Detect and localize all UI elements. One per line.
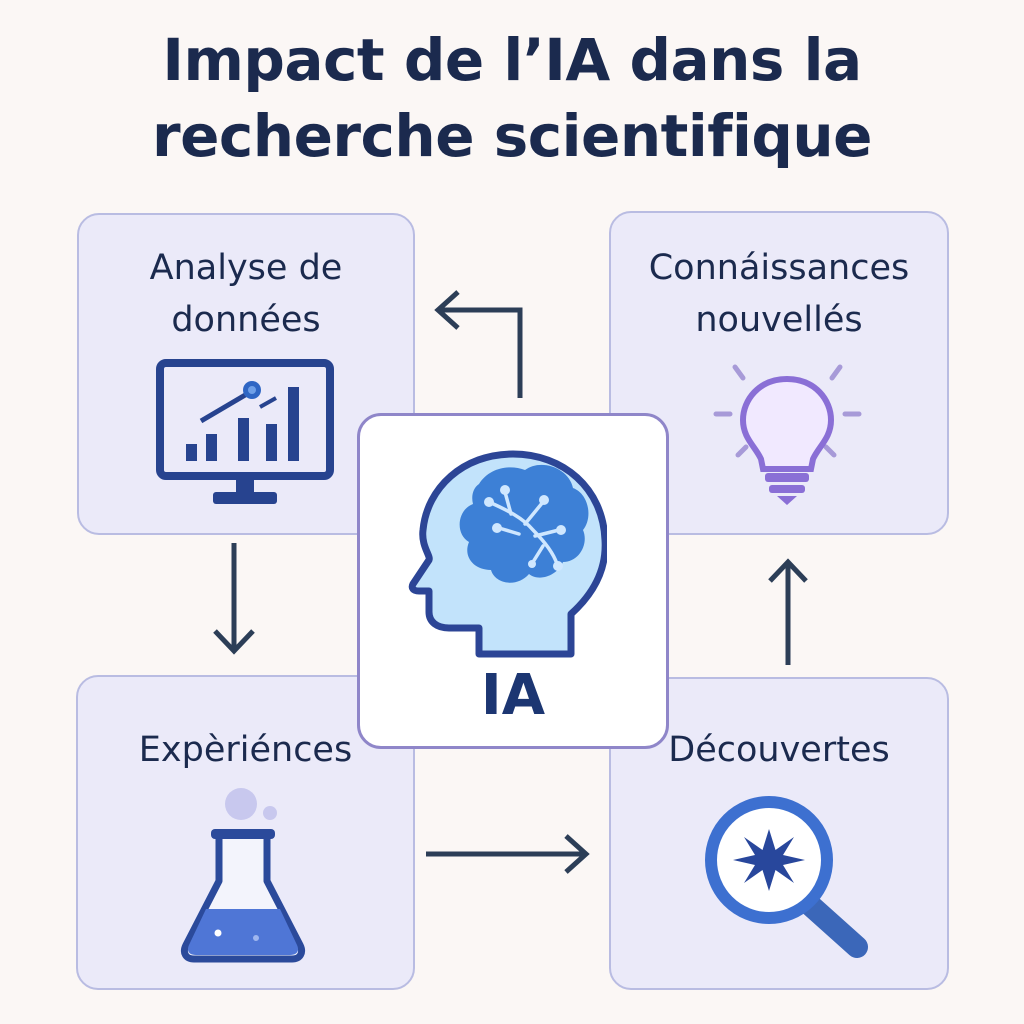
diagram-title: Impact de l’IA dans la recherche scienti… [0,22,1024,174]
card-connaissances-label-line-2: nouvellés [695,300,863,340]
arrow-experiences-to-decouvertes [426,834,590,874]
arrow-ia-to-analyse [434,290,523,398]
card-analyse-label-line-1: Analyse de [149,248,343,288]
card-analyse-label: Analyse de données [79,242,413,346]
title-line-1: Impact de l’IA dans la [162,26,862,94]
card-connaissances-label-line-1: Connáissances [648,248,910,288]
card-ia-center: IA [357,413,669,749]
card-analyse-donnees: Analyse de données [77,213,415,535]
arrow-analyse-to-experiences [213,543,255,655]
brain-head-icon [408,450,607,658]
card-experiences-label: Expèriénces [138,730,353,770]
card-connaissances-label: Connáissances nouvellés [611,242,947,346]
title-line-2: recherche scientifique [151,102,873,170]
card-decouvertes-label: Découvertes [668,730,890,770]
monitor-chart-icon [156,359,334,504]
card-decouvertes: Découvertes [609,677,949,990]
card-analyse-label-line-2: données [171,300,321,340]
magnifier-star-icon [705,796,868,958]
arrow-decouvertes-to-connaissances [768,558,808,665]
flask-icon [180,788,306,963]
center-label: IA [480,663,546,728]
lightbulb-icon [713,364,862,505]
